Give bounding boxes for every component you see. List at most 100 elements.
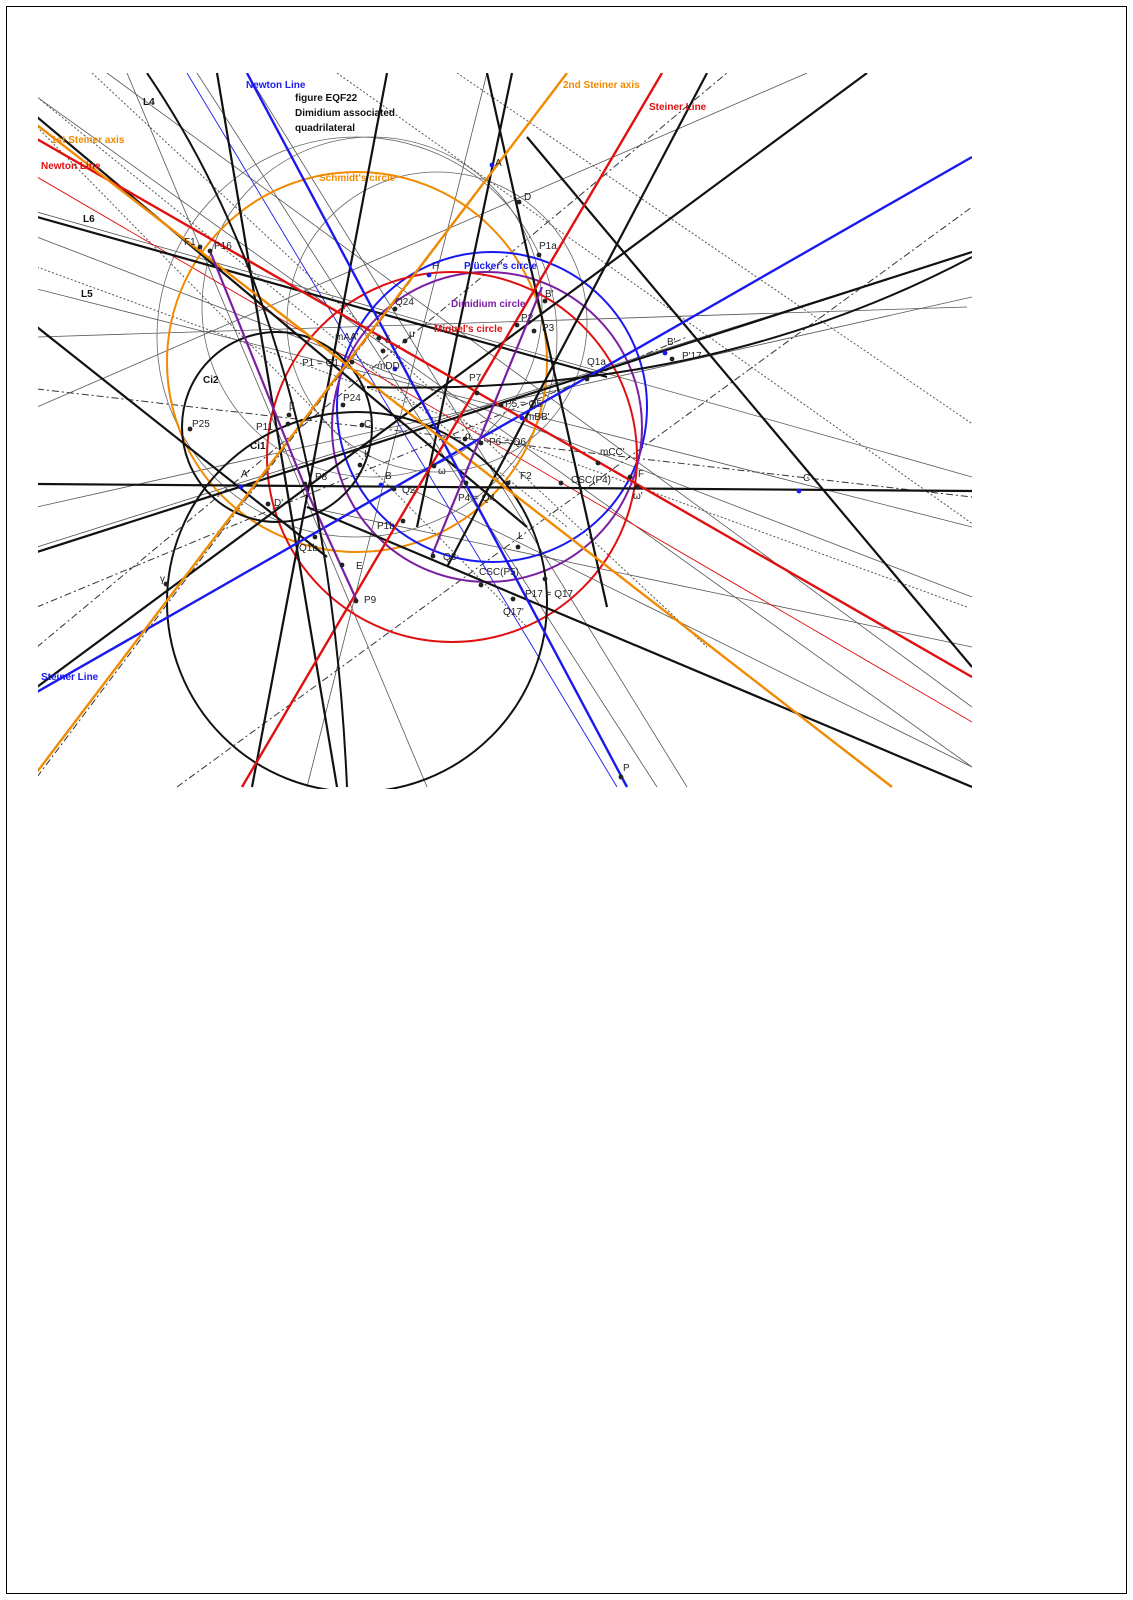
circle-gray-medium <box>201 136 543 478</box>
point-P2-dot <box>514 322 520 328</box>
point-H-label: H <box>432 261 439 272</box>
point-CSCP5-label: CSC(P5) <box>479 567 519 578</box>
point-P25-label: P25 <box>192 419 210 430</box>
point-H-dot <box>426 272 432 278</box>
point-CSCP4-dot <box>558 480 564 486</box>
newton-line-red <box>38 138 972 679</box>
point-E-dot <box>339 562 345 568</box>
purple-segment-bottom <box>303 486 359 602</box>
point-Dp-label: D' <box>274 498 283 509</box>
point-P9-label: P9 <box>364 595 377 606</box>
point-P16-label: P16 <box>214 241 232 252</box>
point-CSCP4-label: CSC(P4) <box>571 475 611 486</box>
point-Pp17-label: P'17 <box>682 351 702 362</box>
label-first-steiner-axis: 1st Steiner axis <box>51 135 125 146</box>
point-P2-label: P2 <box>521 313 534 324</box>
point-P17Q17-label: P17 = Q17 <box>525 589 574 600</box>
point-Dp-dot <box>265 501 271 507</box>
point-A-label: A <box>495 158 502 169</box>
point-mDD-dot <box>392 366 398 372</box>
point-alpha-label: α <box>465 431 471 442</box>
main-line <box>38 216 608 379</box>
main-line <box>38 250 972 553</box>
point-D-label: D <box>524 192 531 203</box>
thin-line <box>38 211 972 478</box>
dash-dot-lines <box>38 73 972 788</box>
point-P7-dot <box>474 390 480 396</box>
steiner-line-red <box>240 73 664 788</box>
point-omega-label: ω <box>438 466 446 477</box>
point-omegap-label: ω' <box>633 491 643 502</box>
ci2-circle <box>181 331 373 523</box>
thin-line <box>246 73 688 788</box>
point-Q2-dot <box>391 486 397 492</box>
point-omega-dot <box>431 463 437 469</box>
dotted-line <box>38 127 528 628</box>
steiner-line-blue <box>38 155 972 693</box>
dotted-line <box>38 266 968 608</box>
label-l4: L4 <box>143 97 155 108</box>
label-steiner-line-top: Steiner Line <box>649 102 707 113</box>
purple-segment-left <box>208 250 307 488</box>
figure-caption-line: quadrilateral <box>295 123 355 134</box>
point-F-label: F <box>638 469 644 480</box>
main-line <box>250 73 389 788</box>
newton-line <box>245 73 629 788</box>
label-plucker-circle: Plücker's circle <box>464 261 537 272</box>
point-Cp-label: C' <box>364 419 373 430</box>
point-mAA-dot <box>376 335 382 341</box>
point-P24-dot <box>340 402 346 408</box>
point-Cp-dot <box>359 422 365 428</box>
main-lines <box>38 73 972 789</box>
thin-line <box>38 306 968 338</box>
label-ci1-circle: Ci1 <box>250 441 266 452</box>
point-D-dot <box>516 199 522 205</box>
label-ci2-circle: Ci2 <box>203 375 219 386</box>
point-B-label: B <box>385 471 392 482</box>
point-P4Q4-label: P4 = Q4 <box>458 493 495 504</box>
point-beta-dot <box>286 412 292 418</box>
circle-gray-large <box>156 136 558 538</box>
point-Q17p-label: Q17' <box>503 607 524 618</box>
point-C-dot <box>796 488 802 494</box>
point-mu-label: μ <box>409 329 415 340</box>
point-Ap-label: A' <box>241 469 250 480</box>
first-steiner-axis-line <box>38 124 893 788</box>
point-Q2-label: Q2 <box>402 485 416 496</box>
plucker-circle <box>336 251 648 563</box>
label-second-steiner-axis: 2nd Steiner axis <box>563 80 640 91</box>
point-P1b-label: P1b <box>377 521 395 532</box>
figure-caption-line: figure EQF22 <box>295 93 358 104</box>
figure-caption-line: Dimidium associated <box>295 108 395 119</box>
point-Q1a-dot <box>584 376 590 382</box>
point-mBB-dot <box>519 415 525 421</box>
point-delta-dot <box>380 348 386 354</box>
point-K-label: K <box>364 449 371 460</box>
label-l6: L6 <box>83 214 95 225</box>
point-Q17p-dot <box>510 596 516 602</box>
point-P25-dot <box>187 426 193 432</box>
thin-line <box>38 236 972 598</box>
point-P6Q6-label: P6 = Q6 <box>489 437 526 448</box>
curve-line <box>366 256 972 389</box>
main-line <box>446 73 708 568</box>
point-P5Q5-label: P5 = Q5 <box>505 399 542 410</box>
point-mDD-label: mDD' <box>377 361 402 372</box>
point-P5Q5-dot <box>498 402 504 408</box>
point-P1a-dot <box>536 252 542 258</box>
main-line <box>38 73 868 688</box>
point-Q24-dot <box>392 306 398 312</box>
point-mCC-dot <box>595 460 601 466</box>
points <box>163 162 802 780</box>
point-P1b-dot <box>400 518 406 524</box>
point-gamma-label: γ <box>160 574 165 585</box>
label-l5: L5 <box>81 289 93 300</box>
thin-line <box>306 506 972 648</box>
thin-blue-line <box>186 73 618 788</box>
dash-dot-line <box>38 73 728 647</box>
thin-construction-lines <box>38 73 972 788</box>
dash-dot-line <box>176 206 972 788</box>
point-P3-label: P3 <box>542 323 555 334</box>
